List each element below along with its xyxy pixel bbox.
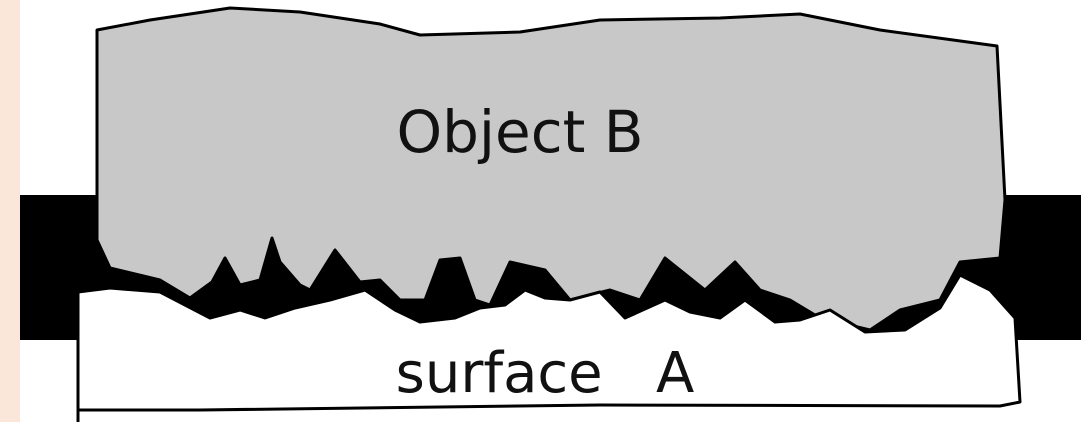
surface-a-label: surface A xyxy=(396,341,695,406)
object-b-label: Object B xyxy=(396,98,643,166)
